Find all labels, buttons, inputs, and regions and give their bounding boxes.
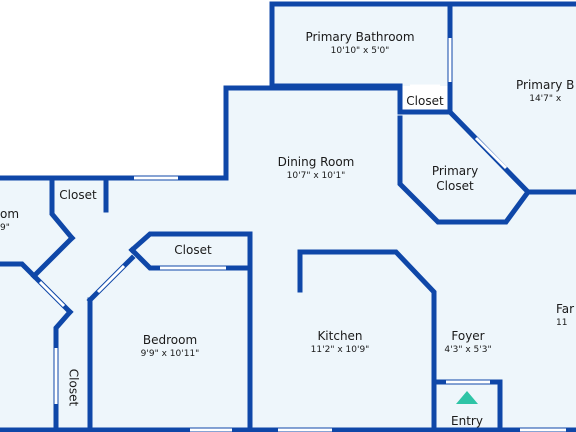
wall-kitchen (297, 249, 437, 432)
room-dims: 9" (0, 223, 10, 233)
primary-bathroom-label: Primary Bathroom 10'10" x 5'0" (280, 30, 440, 57)
entry-label: Entry (438, 414, 496, 429)
room-name: om (0, 207, 20, 221)
family-label: Far 11 (556, 302, 574, 329)
door-bedroom (96, 264, 126, 294)
room-name: Kitchen (317, 329, 363, 343)
room-name: Closet (174, 243, 212, 257)
room-name: Entry (451, 414, 483, 428)
room-name: Primary Bathroom (305, 30, 415, 44)
wall-left-diag (30, 234, 76, 280)
room-dims: 11 (556, 318, 568, 328)
wall-bedroom-closet (128, 231, 253, 432)
wall-bath-outer (269, 1, 453, 89)
room-dims: 14'7" x (529, 94, 562, 104)
room-name: Bedroom (142, 333, 198, 347)
room-name: Closet (66, 368, 81, 407)
room-name: Primary B (516, 78, 575, 92)
room-name: Closet (59, 188, 97, 202)
room-dims: 11'2" x 10'9" (310, 345, 370, 355)
closet-vertical-label: Closet (46, 369, 100, 406)
left-room-label: om 9" (0, 207, 19, 234)
primary-bathroom-floor (272, 4, 450, 86)
room-dims: 10'10" x 5'0" (330, 46, 390, 56)
closet-top-label: Closet (402, 94, 448, 109)
bedroom-label: Bedroom 9'9" x 10'11" (120, 333, 220, 360)
floor-areas (0, 4, 576, 432)
closet-bedroom-label: Closet (160, 243, 226, 258)
room-name: Dining Room (277, 155, 355, 169)
room-dims: 10'7" x 10'1" (286, 171, 346, 181)
wall-closet-top (397, 83, 453, 115)
foyer-label: Foyer 4'3" x 5'3" (432, 329, 504, 356)
wall-left-closet (49, 177, 76, 242)
kitchen-label: Kitchen 11'2" x 10'9" (290, 329, 390, 356)
room-dims: 4'3" x 5'3" (444, 345, 492, 355)
closet-left-label: Closet (54, 188, 102, 203)
wall-dining-top (223, 85, 403, 181)
room-dims: 9'9" x 10'11" (140, 349, 200, 359)
entry-arrow-icon (456, 391, 478, 404)
dining-room-label: Dining Room 10'7" x 10'1" (256, 155, 376, 182)
room-name: Foyer (451, 329, 485, 343)
door-left-hall (38, 280, 66, 308)
doors (38, 38, 566, 432)
room-name: Closet (406, 94, 444, 108)
room-name: Primary Closet (431, 164, 479, 193)
wall-left-room (0, 261, 38, 280)
wall-primary-closet (397, 115, 532, 225)
room-name: Far (556, 302, 575, 316)
primary-bedroom-label: Primary B 14'7" x (516, 78, 574, 105)
primary-closet-label: Primary Closet (420, 164, 490, 194)
door-primary-closet (474, 136, 508, 170)
